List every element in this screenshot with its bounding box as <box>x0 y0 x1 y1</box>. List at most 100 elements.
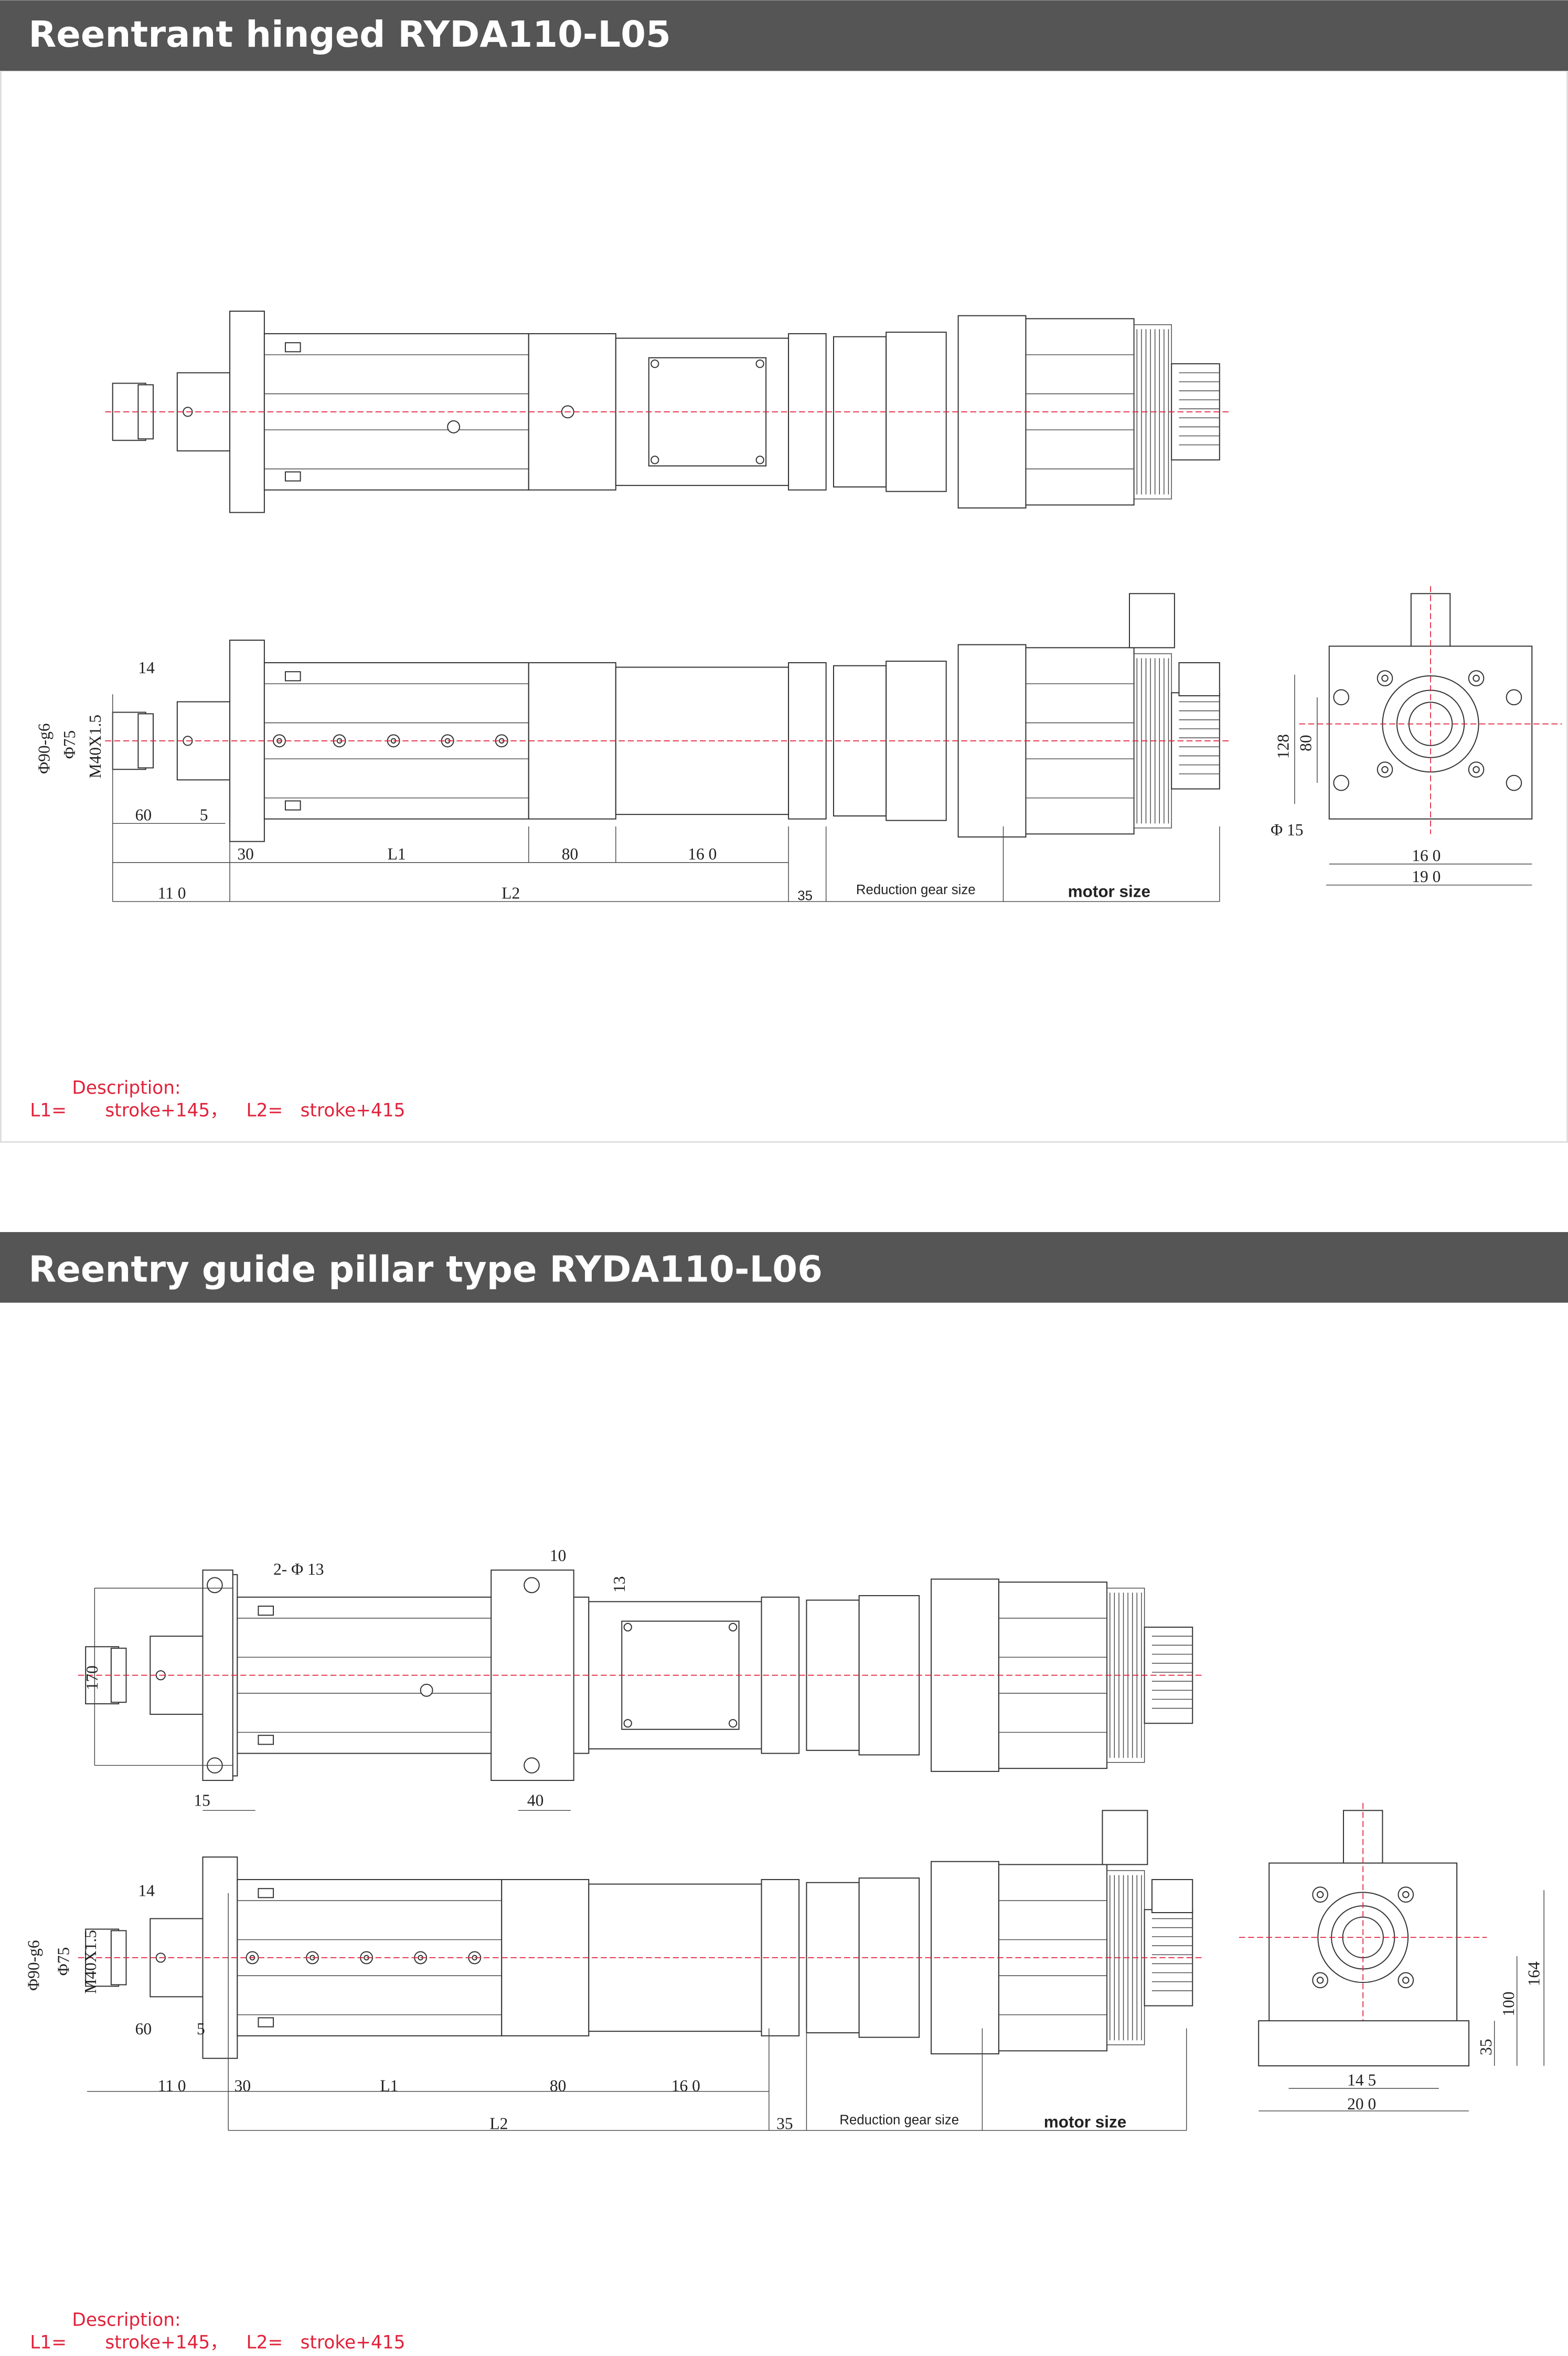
screw <box>623 1622 632 1632</box>
l2-value: stroke+415 <box>301 1100 406 1121</box>
dim-13: 13 <box>610 1576 628 1593</box>
dim-190: 19 0 <box>1412 867 1441 886</box>
gearbox <box>833 665 887 817</box>
dim-phi90: Φ90-g6 <box>35 723 53 773</box>
dim-5: 5 <box>200 806 208 824</box>
actuator-top-view <box>105 311 1232 513</box>
connector-2 <box>1178 662 1220 696</box>
description-heading: Description: <box>72 2309 180 2330</box>
l2-label: L2= <box>247 2332 283 2353</box>
dim-200: 20 0 <box>1347 2095 1376 2113</box>
grease-fitting <box>420 1683 433 1697</box>
screw <box>755 359 764 368</box>
dim-110: 11 0 <box>158 884 186 902</box>
dim-holes: 2- Φ 13 <box>273 1560 324 1578</box>
motor-size-label: motor size <box>1068 882 1150 901</box>
dim-160: 16 0 <box>1412 846 1441 865</box>
end-dimensions: 164 100 35 14 5 20 0 <box>1347 1961 1543 2113</box>
dim-40: 40 <box>527 1791 543 1810</box>
connector <box>1410 593 1451 647</box>
top-dimensions: 2- Φ 13 10 13 170 15 40 <box>83 1546 628 1810</box>
dim-phi15: Φ 15 <box>1271 821 1303 839</box>
l1-value: stroke+145， <box>105 2332 228 2353</box>
gearbox <box>806 1599 860 1751</box>
bolt-hole <box>1473 766 1480 773</box>
dim-128: 128 <box>1274 734 1292 759</box>
dim-14: 14 <box>138 1882 155 1900</box>
bolt-hole <box>1316 1977 1324 1984</box>
slot <box>284 471 301 482</box>
dim-160: 16 0 <box>688 845 717 863</box>
corner-hole <box>1333 774 1350 791</box>
side-dimensions: 14 Φ90-g6 Φ75 M40X1.5 60 5 30 L1 80 16 0… <box>35 659 1150 903</box>
dim-35: 35 <box>776 2114 793 2132</box>
screw <box>728 1719 738 1728</box>
dim-l1: L1 <box>388 845 406 863</box>
screw <box>755 455 764 464</box>
section-header <box>0 0 1568 71</box>
connector <box>1342 1810 1383 1864</box>
dim-80: 80 <box>550 2077 566 2095</box>
end-dimensions: 128 80 Φ 15 16 0 19 0 <box>1271 734 1441 886</box>
dim-5: 5 <box>197 2020 205 2038</box>
corner-hole <box>1333 689 1350 706</box>
guide-hole <box>524 1577 540 1594</box>
actuator-end-view <box>1294 586 1562 886</box>
reduction-gear-size-label: Reduction gear size <box>856 883 976 897</box>
dim-100: 100 <box>1499 1991 1518 2016</box>
dim-60: 60 <box>135 806 152 824</box>
dim-110: 11 0 <box>158 2077 186 2095</box>
slot <box>284 800 301 811</box>
dim-l2: L2 <box>489 2114 508 2132</box>
dim-80: 80 <box>562 845 578 863</box>
dim-35: 35 <box>1477 2039 1495 2055</box>
slot <box>258 2017 274 2028</box>
bolt-hole <box>1381 674 1389 682</box>
l1-value: stroke+145， <box>105 1100 228 1121</box>
guide-hole <box>524 1757 540 1774</box>
screw <box>728 1622 738 1632</box>
screw <box>650 359 659 368</box>
description: Description: L1= stroke+145， L2= stroke+… <box>30 1078 405 1121</box>
actuator-end-view <box>1239 1803 1544 2111</box>
section-frame <box>0 70 1568 1143</box>
section-title: Reentry guide pillar type RYDA110-L06 <box>28 1249 822 1291</box>
bolt-hole <box>1316 1891 1324 1898</box>
dim-10: 10 <box>550 1546 566 1565</box>
bolt-hole <box>1381 766 1389 773</box>
grease-fitting <box>447 420 461 433</box>
description-heading: Description: <box>72 1078 180 1099</box>
actuator-side-view <box>105 593 1232 902</box>
dim-30: 30 <box>234 2077 251 2095</box>
dim-phi75: Φ75 <box>60 730 79 759</box>
side-dimensions: 14 Φ90-g6 Φ75 M40X1.5 60 5 11 0 30 L1 80… <box>24 1882 1126 2133</box>
dim-15: 15 <box>194 1791 210 1810</box>
dim-m40: M40X1.5 <box>86 715 104 779</box>
screw <box>650 455 659 464</box>
dim-145: 14 5 <box>1347 2071 1376 2089</box>
l2-label: L2= <box>247 1100 283 1121</box>
actuator-top-view <box>78 1569 1205 1811</box>
motor-size-label: motor size <box>1044 2112 1126 2131</box>
reduction-gear-size-label: Reduction gear size <box>839 2113 959 2128</box>
dim-80: 80 <box>1296 735 1315 751</box>
dim-30: 30 <box>237 845 253 863</box>
dim-60: 60 <box>135 2020 152 2038</box>
corner-hole <box>1506 689 1522 706</box>
slot <box>284 342 301 353</box>
corner-hole <box>1506 774 1522 791</box>
dim-164: 164 <box>1525 1961 1543 1986</box>
actuator-side-view <box>78 1810 1205 2131</box>
dim-phi90: Φ90-g6 <box>24 1940 42 1990</box>
dim-14: 14 <box>138 659 155 677</box>
section-header <box>0 1232 1568 1303</box>
dim-phi75: Φ75 <box>55 1947 73 1976</box>
connector <box>1102 1810 1148 1865</box>
gearbox <box>833 336 887 488</box>
dim-m40: M40X1.5 <box>81 1930 100 1994</box>
screw <box>623 1719 632 1728</box>
base-plate <box>1258 2020 1470 2067</box>
dim-160: 16 0 <box>671 2077 700 2095</box>
slot <box>258 1605 274 1616</box>
